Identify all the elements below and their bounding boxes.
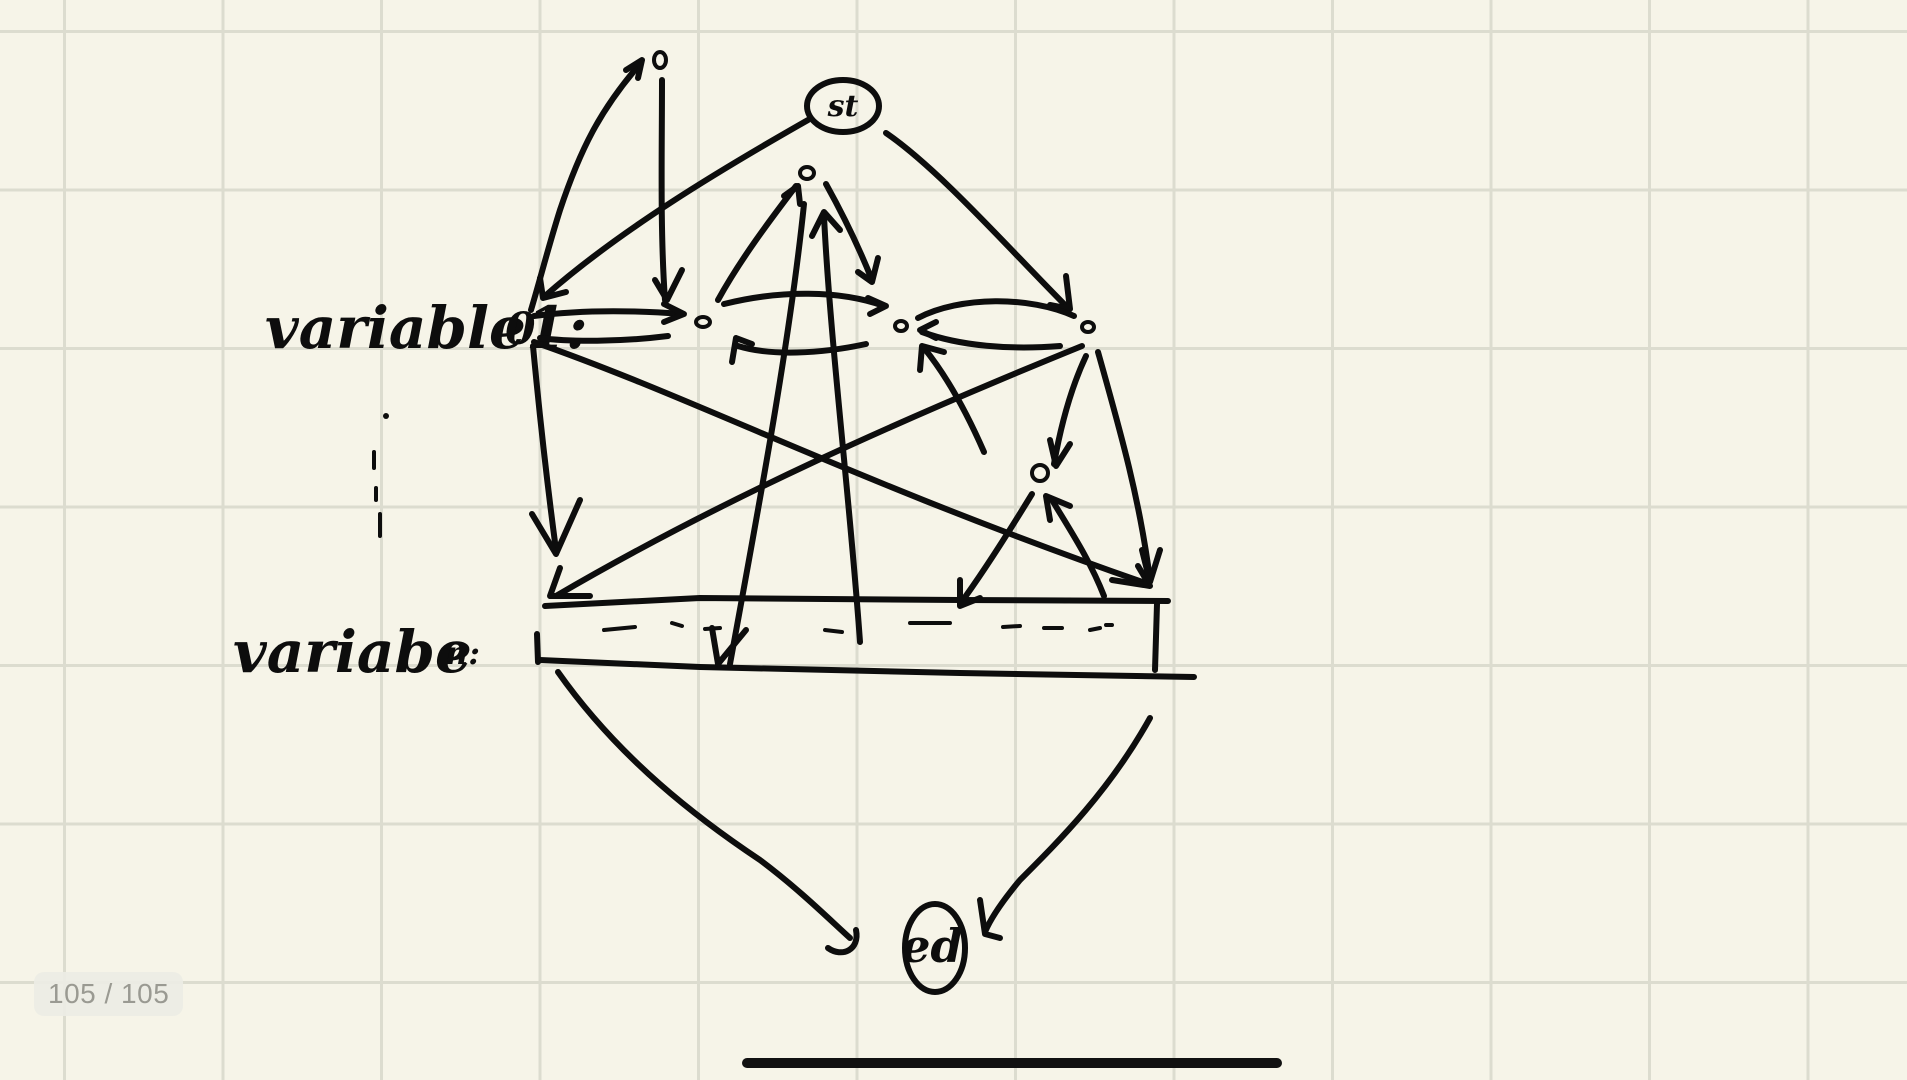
end-node-label: ed	[901, 919, 962, 973]
row1-label: variable1:	[265, 294, 588, 362]
lower-right-node	[1030, 463, 1050, 483]
row-n-box	[534, 595, 1197, 680]
row2-suffix: n:	[445, 634, 480, 672]
home-indicator-bar[interactable]	[742, 1058, 1282, 1068]
center-top-node	[798, 165, 816, 181]
row1-node-3	[893, 319, 909, 333]
start-node-label: st	[827, 89, 859, 124]
end-node-circle	[902, 901, 968, 995]
edges	[528, 57, 1163, 956]
row2-label: variabe	[233, 618, 472, 686]
page-counter: 105 / 105	[34, 972, 184, 1016]
top-left-node	[652, 50, 668, 70]
start-node-circle	[804, 77, 882, 135]
vertical-ellipsis	[372, 413, 389, 538]
row1-node-4	[1080, 320, 1096, 334]
row1-node-2	[694, 315, 712, 329]
